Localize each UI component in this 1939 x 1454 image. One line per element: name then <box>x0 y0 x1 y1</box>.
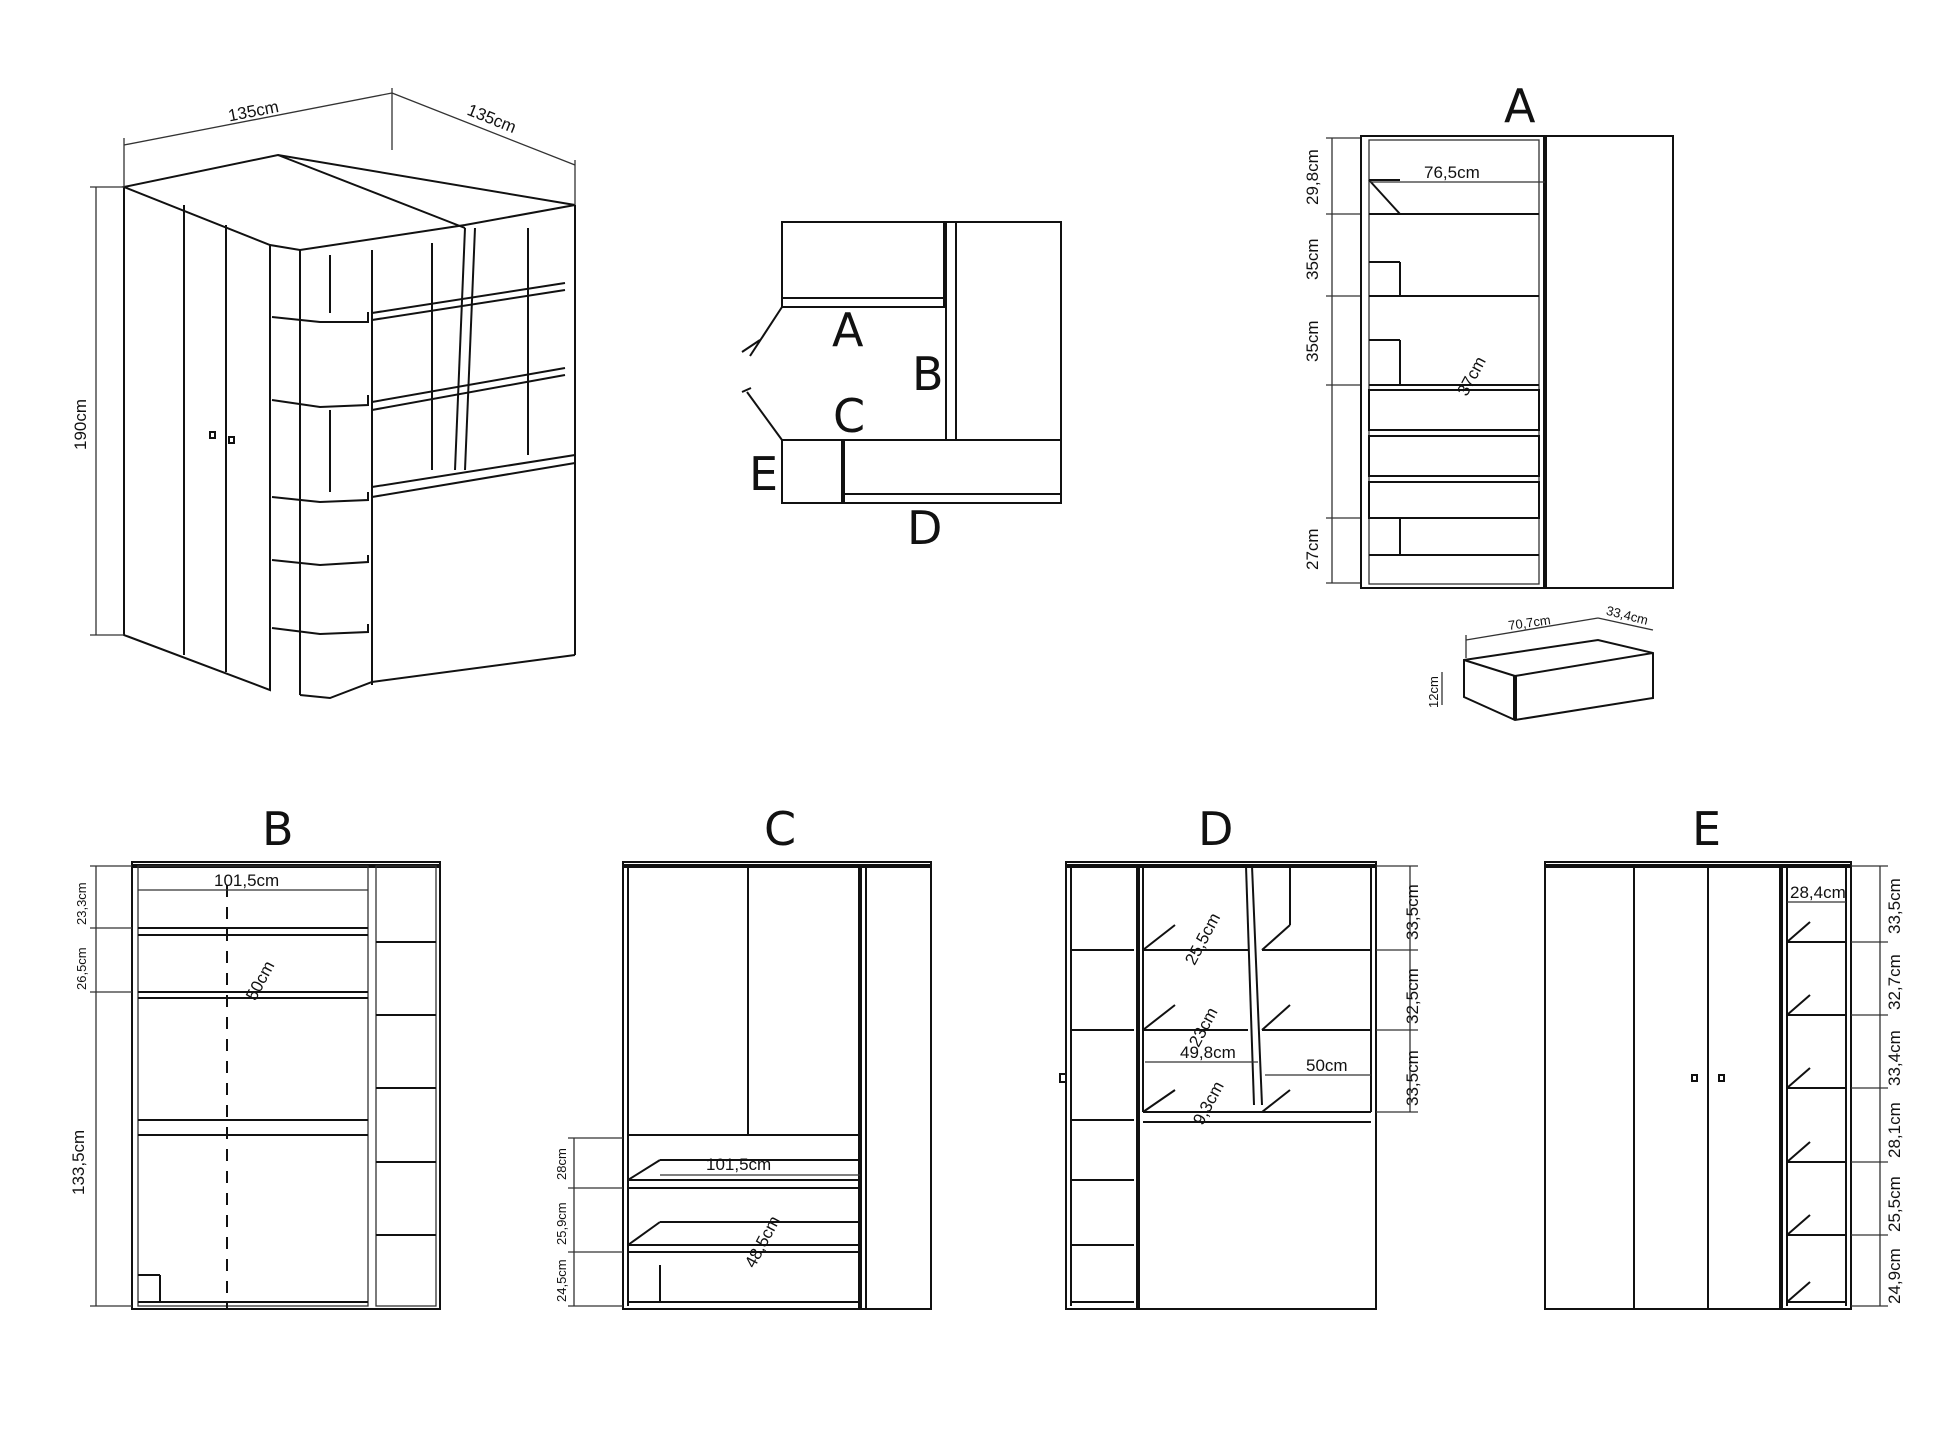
isometric-view: 135cm 135cm 190cm <box>71 88 576 700</box>
view-e-dim-3: 33,4cm <box>1885 1030 1904 1086</box>
view-a-depth: 37cm <box>1453 353 1489 399</box>
drawer-width: 70,7cm <box>1507 612 1551 633</box>
plan-label-d: D <box>907 501 942 555</box>
view-e-dim-4: 28,1cm <box>1885 1102 1904 1158</box>
view-e-dim-2: 32,7cm <box>1885 954 1904 1010</box>
view-a-dim-1: 29,8cm <box>1303 149 1322 205</box>
iso-width-1: 135cm <box>227 97 281 125</box>
view-d-title: D <box>1198 802 1233 856</box>
view-e-top-depth: 28,4cm <box>1790 883 1846 902</box>
view-a-dim-3: 35cm <box>1303 320 1322 362</box>
plan-view: A B C D E <box>741 221 1062 555</box>
plan-label-b: B <box>912 347 944 401</box>
view-b-dim-3: 133,5cm <box>69 1130 88 1195</box>
view-c-dim-3: 24,5cm <box>554 1259 569 1302</box>
view-d-width-1: 49,8cm <box>1180 1043 1236 1062</box>
view-c-title: C <box>764 802 796 856</box>
view-e-title: E <box>1692 802 1721 856</box>
view-d-shelf-3: 9,3cm <box>1189 1078 1228 1128</box>
view-d-dim-1: 33,5cm <box>1403 884 1422 940</box>
view-c-width: 101,5cm <box>706 1155 771 1174</box>
view-d-shelf-1: 25,5cm <box>1181 910 1224 968</box>
view-a-dim-2: 35cm <box>1303 238 1322 280</box>
view-a-width: 76,5cm <box>1424 163 1480 182</box>
plan-label-e: E <box>749 447 778 501</box>
view-d-dim-2: 32,5cm <box>1403 968 1422 1024</box>
view-c: C 101,5cm 48,5cm 28cm 25,9cm 24,5cm <box>554 802 932 1310</box>
view-d-dim-3: 33,5cm <box>1403 1050 1422 1106</box>
view-b-dim-2: 26,5cm <box>74 947 89 990</box>
plan-label-c: C <box>833 389 865 443</box>
drawer-detail: 70,7cm 33,4cm 12cm <box>1426 603 1654 722</box>
view-a: A 76,5cm 37cm 29,8cm 35cm 35cm 27cm <box>1303 79 1674 589</box>
view-a-title: A <box>1504 79 1536 133</box>
view-b-width: 101,5cm <box>214 871 279 890</box>
view-b-title: B <box>262 802 294 856</box>
iso-height: 190cm <box>71 399 90 450</box>
view-e-dim-5: 25,5cm <box>1885 1176 1904 1232</box>
view-a-dim-4: 27cm <box>1303 528 1322 570</box>
view-e-dim-1: 33,5cm <box>1885 878 1904 934</box>
view-d-width-2: 50cm <box>1306 1056 1348 1075</box>
view-c-dim-2: 25,9cm <box>554 1202 569 1245</box>
view-b-depth: 50cm <box>242 958 278 1004</box>
view-e-dim-6: 24,9cm <box>1885 1248 1904 1304</box>
view-d: D 25,5cm 23cm 9,3cm 49,8cm 50c <box>1059 802 1422 1310</box>
drawer-height: 12cm <box>1426 676 1441 708</box>
view-e: E 28,4cm 33,5cm 32,7cm 33,4cm <box>1544 802 1904 1310</box>
plan-label-a: A <box>832 303 864 357</box>
view-b: B 101,5cm 50cm 23,3cm 26,5cm 133,5cm <box>69 802 441 1310</box>
view-b-dim-1: 23,3cm <box>74 882 89 925</box>
view-c-dim-1: 28cm <box>554 1148 569 1180</box>
